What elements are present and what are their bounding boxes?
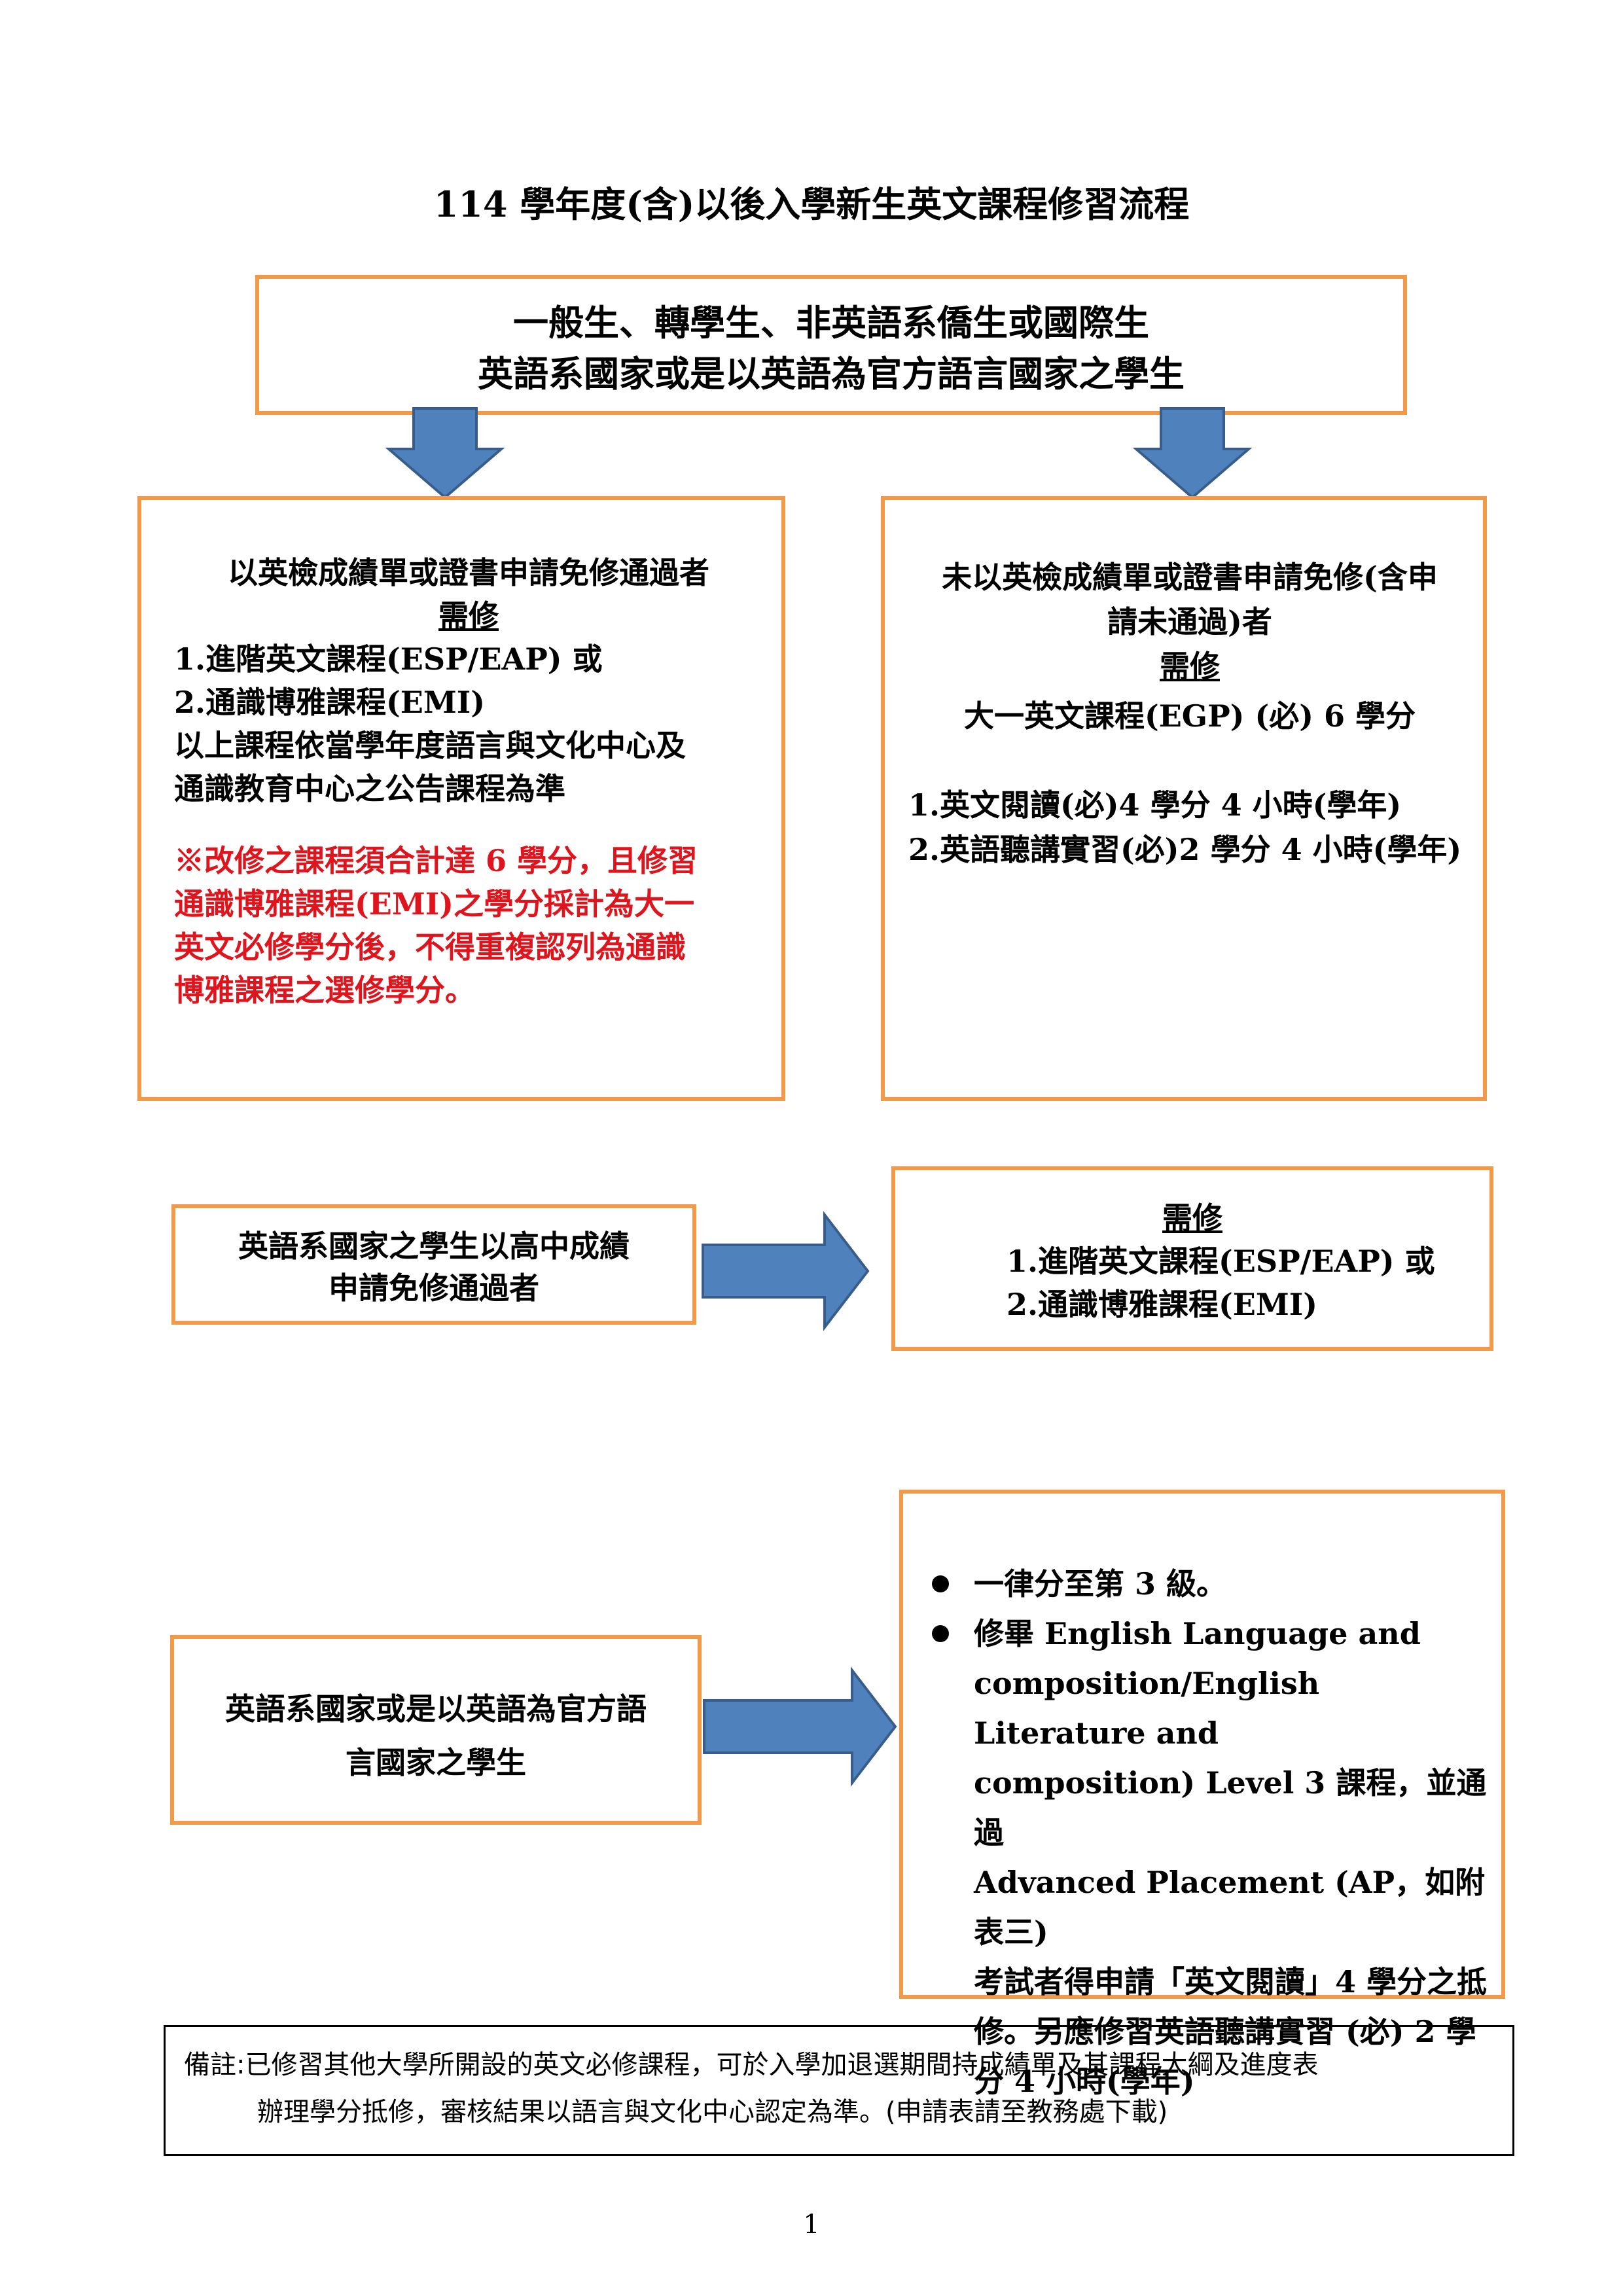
bullet2-line: 修畢 English Language and	[974, 1616, 1421, 1651]
arrow-right-icon	[702, 1211, 870, 1331]
right-box-item2: 2.英語聽講實習(必)2 學分 4 小時(學年)	[908, 832, 1462, 867]
left-box-item2: 2.通識博雅課程(EMI)	[174, 685, 486, 720]
left-box-item1: 1.進階英文課程(ESP/EAP) 或	[174, 641, 603, 677]
low-left-box: 英語系國家或是以英語為官方語 言國家之學生	[170, 1635, 702, 1825]
remark-box: 備註:已修習其他大學所開設的英文必修課程，可於入學加退選期間持成績單及其課程大綱…	[164, 2025, 1514, 2156]
arrow-right-icon	[703, 1666, 897, 1787]
left-box-note2: 通識教育中心之公告課程為準	[174, 771, 565, 806]
right-box-heading1: 未以英檢成績單或證書申請免修(含申	[942, 560, 1438, 595]
bullet2-line: Advanced Placement (AP，如附表三)	[974, 1865, 1486, 1950]
mid-left-line1: 英語系國家之學生以高中成績	[238, 1229, 630, 1264]
low-left-line2: 言國家之學生	[346, 1745, 526, 1780]
bullet-item: 一律分至第 3 級。	[927, 1559, 1496, 1609]
bullet2-line: 修。另應修習英語聽講實習 (必) 2 學	[974, 2014, 1476, 2049]
left-box-required: 需修	[438, 598, 499, 634]
low-right-box: 一律分至第 3 級。 修畢 English Language and compo…	[899, 1490, 1505, 2099]
bullet-dot-icon	[932, 1575, 949, 1592]
right-box-heading2: 請未通過)者	[1107, 604, 1272, 639]
top-box-line1: 一般生、轉學生、非英語系僑生或國際生	[513, 302, 1149, 344]
bullet-dot-icon	[932, 1625, 949, 1642]
remark-line1: 備註:已修習其他大學所開設的英文必修課程，可於入學加退選期間持成績單及其課程大綱…	[184, 2050, 1319, 2080]
arrow-down-icon	[385, 407, 505, 499]
page-number: 1	[803, 2210, 820, 2240]
bullet2-line: composition) Level 3 課程，並通過	[974, 1765, 1487, 1850]
top-box-line2: 英語系國家或是以英語為官方語言國家之學生	[478, 353, 1185, 395]
top-box: 一般生、轉學生、非英語系僑生或國際生 英語系國家或是以英語為官方語言國家之學生	[255, 275, 1407, 415]
bullet2-line: 分 4 小時(學年)	[974, 2064, 1195, 2099]
left-box-heading: 以英檢成績單或證書申請免修通過者	[228, 555, 709, 590]
mid-right-item1: 1.進階英文課程(ESP/EAP) 或	[1007, 1244, 1435, 1279]
page-title: 114 學年度(含)以後入學新生英文課程修習流程	[433, 183, 1190, 225]
low-left-line1: 英語系國家或是以英語為官方語	[225, 1691, 647, 1727]
bullet-item: 修畢 English Language and composition/Engl…	[927, 1609, 1496, 2106]
arrow-down-icon	[1132, 407, 1253, 499]
right-box: 未以英檢成績單或證書申請免修(含申 請未通過)者 需修 大一英文課程(EGP) …	[881, 496, 1487, 1101]
mid-left-box: 英語系國家之學生以高中成績 申請免修通過者	[171, 1204, 696, 1325]
mid-right-required: 需修	[1162, 1200, 1222, 1236]
left-box-warning2: 通識博雅課程(EMI)之學分採計為大一	[174, 886, 695, 922]
left-box-warning4: 博雅課程之選修學分。	[174, 973, 475, 1008]
right-box-course: 大一英文課程(EGP) (必) 6 學分	[963, 698, 1416, 734]
left-box: 以英檢成績單或證書申請免修通過者 需修 1.進階英文課程(ESP/EAP) 或 …	[137, 496, 785, 1101]
left-box-note1: 以上課程依當學年度語言與文化中心及	[174, 728, 686, 763]
mid-left-line2: 申請免修通過者	[329, 1270, 539, 1306]
bullet1-text: 一律分至第 3 級。	[974, 1566, 1227, 1602]
bullet2-line: composition/English Literature and	[974, 1666, 1320, 1751]
left-box-warning3: 英文必修學分後，不得重複認列為通識	[174, 929, 686, 965]
right-box-item1: 1.英文閱讀(必)4 學分 4 小時(學年)	[908, 787, 1402, 823]
remark-line2: 辦理學分抵修，審核結果以語言與文化中心認定為準。(申請表請至教務處下載)	[257, 2097, 1168, 2127]
bullet2-line: 考試者得申請「英文閱讀」4 學分之抵	[974, 1964, 1488, 2000]
mid-right-item2: 2.通識博雅課程(EMI)	[1007, 1287, 1318, 1322]
left-box-warning1: ※改修之課程須合計達 6 學分，且修習	[174, 843, 698, 878]
mid-right-box: 需修 1.進階英文課程(ESP/EAP) 或 2.通識博雅課程(EMI)	[891, 1166, 1493, 1351]
right-box-required: 需修	[1160, 649, 1220, 684]
